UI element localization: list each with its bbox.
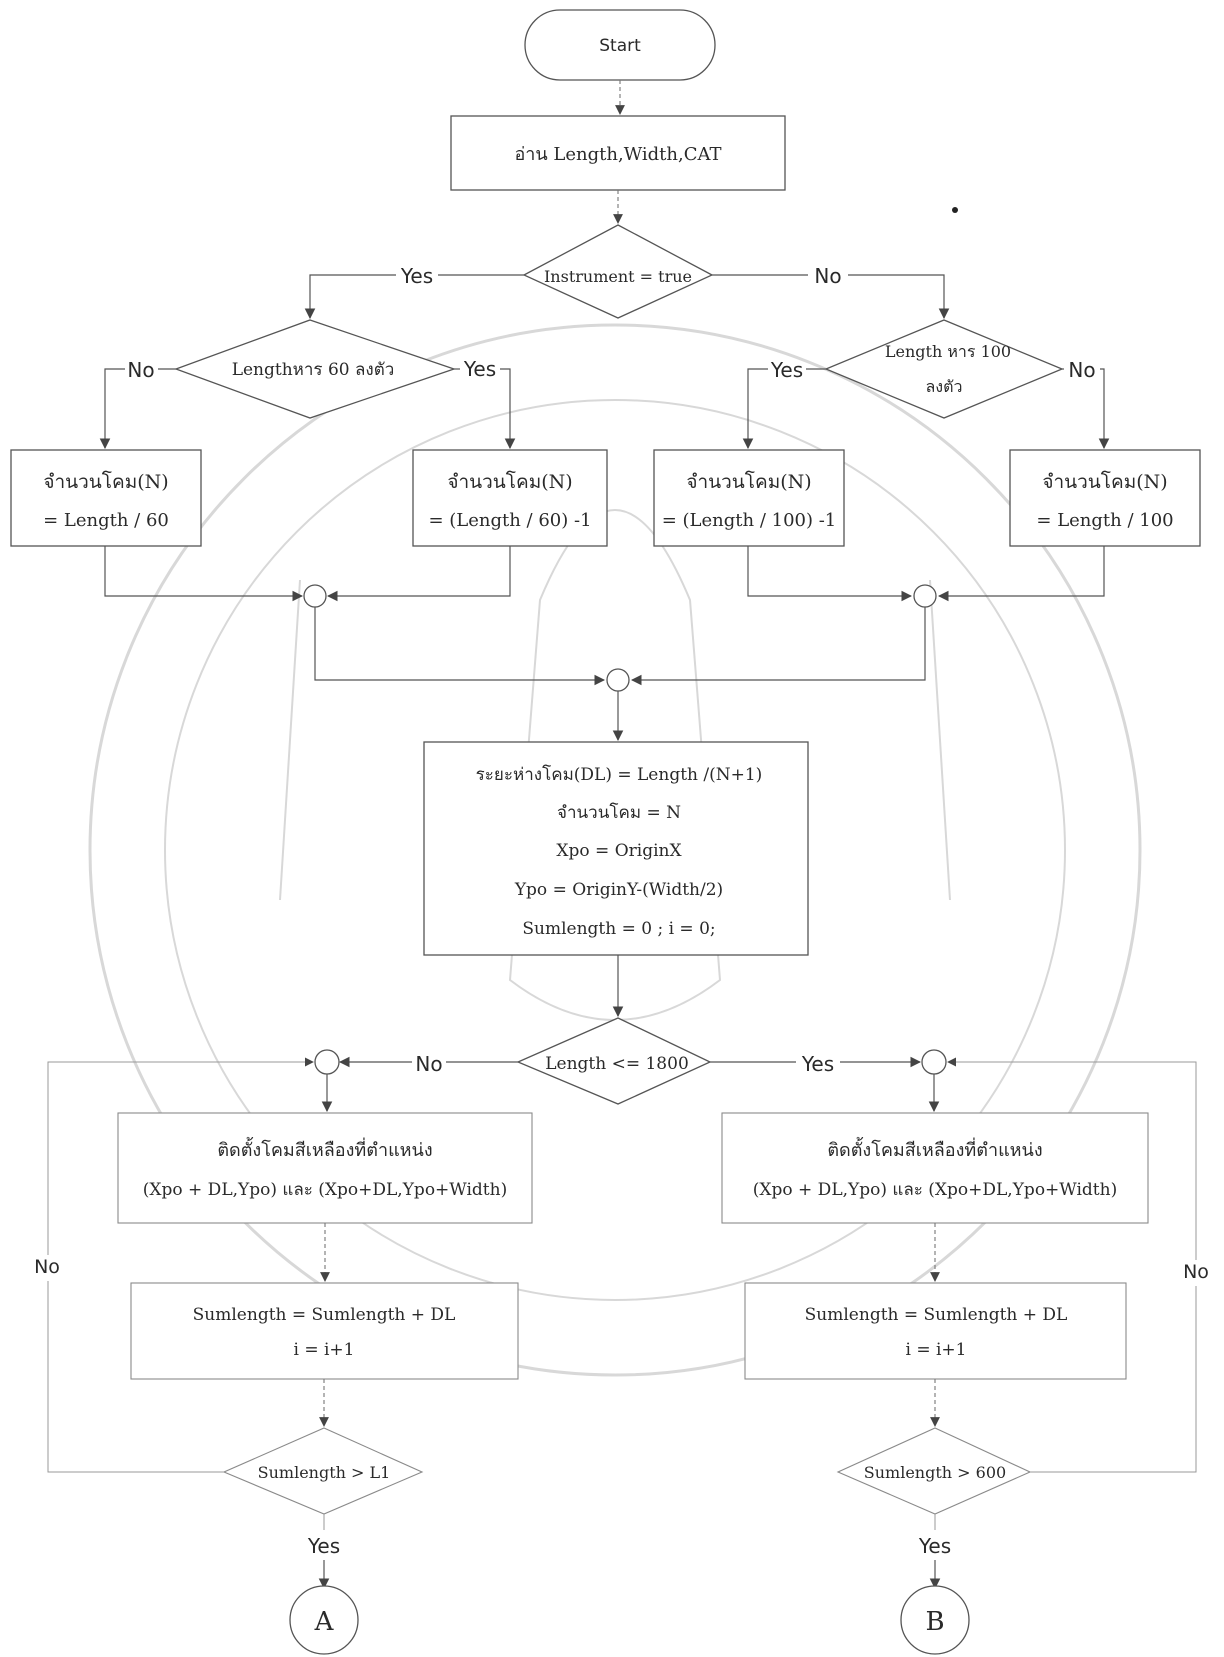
len60-no-label: No [127, 358, 154, 382]
sum-right-line1: Sumlength = Sumlength + DL [805, 1305, 1068, 1325]
sum-left-line2: i = i+1 [294, 1340, 355, 1360]
connector-b [900, 1585, 970, 1655]
len60-yes-label: Yes [463, 357, 496, 381]
init-process-box [423, 741, 809, 956]
arrow-instrument-yes [304, 274, 396, 320]
decision-sumlength-600-label: Sumlength > 600 [864, 1463, 1006, 1482]
sumlength-l1-yes-label: Yes [307, 1534, 340, 1558]
count-box-length-100 [1009, 449, 1201, 547]
connector-merge-center [606, 668, 630, 692]
install-left-box [117, 1112, 533, 1224]
connector-loop-right [921, 1049, 947, 1075]
connector-a [289, 1585, 359, 1655]
count-box-1-line1: จำนวนโคม(N) [43, 470, 168, 493]
install-right-line2: (Xpo + DL,Ypo) และ (Xpo+DL,Ypo+Width) [753, 1180, 1117, 1200]
decision-length-100-label-1: Length หาร 100 [885, 342, 1011, 361]
count-box-1-line2: = Length / 60 [43, 510, 169, 531]
count-box-4-line1: จำนวนโคม(N) [1042, 470, 1167, 493]
connector-merge-left [303, 584, 327, 608]
arrow-len60-yes [500, 368, 516, 450]
connector-b-label: B [925, 1607, 944, 1637]
watermark-seal [88, 323, 1142, 1377]
arrow-box3-merge-right [747, 546, 913, 602]
start-label: Start [599, 36, 641, 56]
arrow-box2-merge-left [326, 546, 511, 602]
sumlength-600-yes-label: Yes [918, 1534, 951, 1558]
count-box-length-60-minus1 [412, 449, 608, 547]
decision-length-60 [174, 319, 457, 419]
sum-right-box [744, 1282, 1127, 1380]
decision-length-1800-label: Length <= 1800 [545, 1054, 689, 1074]
decision-length-60-label: Lengthหาร 60 ลงตัว [232, 360, 395, 380]
instrument-yes-label: Yes [400, 264, 433, 288]
arrow-merge-right-center [630, 607, 926, 686]
init-line5: Sumlength = 0 ; i = 0; [522, 919, 715, 939]
install-right-box [721, 1112, 1149, 1224]
sum-left-box [130, 1282, 519, 1380]
connector-a-label: A [314, 1607, 335, 1637]
instrument-no-label: No [814, 264, 841, 288]
install-left-line1: ติดตั้งโคมสีเหลืองที่ตำแหน่ง [217, 1137, 432, 1161]
arrow-box1-merge-left [104, 546, 304, 602]
decision-length-100 [824, 319, 1064, 419]
arrow-len100-yes [742, 368, 768, 450]
install-right-line1: ติดตั้งโคมสีเหลืองที่ตำแหน่ง [827, 1137, 1042, 1161]
len100-no-label: No [1068, 358, 1095, 382]
arrow-box4-merge-right [937, 546, 1105, 602]
loopback-left-label-bg [28, 1255, 68, 1281]
loopback-right-label-bg [1176, 1260, 1216, 1286]
sum-left-line1: Sumlength = Sumlength + DL [193, 1305, 456, 1325]
count-box-length-100-minus1 [653, 449, 845, 547]
sum-right-line2: i = i+1 [906, 1340, 967, 1360]
length-1800-no-label: No [415, 1052, 442, 1076]
count-box-4-line2: = Length / 100 [1036, 510, 1173, 531]
init-line1: ระยะห่างโคม(DL) = Length /(N+1) [476, 764, 763, 785]
arrow-len100-no [1098, 368, 1110, 450]
count-box-3-line1: จำนวนโคม(N) [686, 470, 811, 493]
count-box-3-line2: = (Length / 100) -1 [662, 510, 837, 531]
decision-instrument-label: Instrument = true [544, 267, 692, 286]
init-line2: จำนวนโคม = N [557, 802, 681, 823]
arrow-merge-left-center [314, 607, 606, 686]
arrow-instrument-no [848, 274, 950, 320]
count-box-2-line2: = (Length / 60) -1 [428, 510, 591, 531]
count-box-length-60 [10, 449, 202, 547]
len100-yes-label: Yes [770, 358, 803, 382]
decision-sumlength-l1-label: Sumlength > L1 [258, 1463, 391, 1482]
read-input-label: อ่าน Length,Width,CAT [514, 144, 721, 165]
length-1800-yes-label: Yes [801, 1052, 834, 1076]
decision-length-100-label-2: ลงตัว [926, 377, 963, 396]
connector-loop-left [314, 1049, 340, 1075]
arrow-len60-no [99, 368, 125, 450]
scan-dot [952, 207, 958, 213]
init-line4: Ypo = OriginY-(Width/2) [514, 880, 723, 900]
install-left-line2: (Xpo + DL,Ypo) และ (Xpo+DL,Ypo+Width) [143, 1180, 507, 1200]
connector-merge-right [913, 584, 937, 608]
loopback-left-no-label: No [34, 1256, 60, 1278]
decision-length-1800 [516, 1017, 712, 1105]
loopback-right-no-label: No [1183, 1261, 1209, 1283]
decision-instrument [522, 224, 714, 319]
init-line3: Xpo = OriginX [556, 841, 682, 861]
count-box-2-line1: จำนวนโคม(N) [447, 470, 572, 493]
